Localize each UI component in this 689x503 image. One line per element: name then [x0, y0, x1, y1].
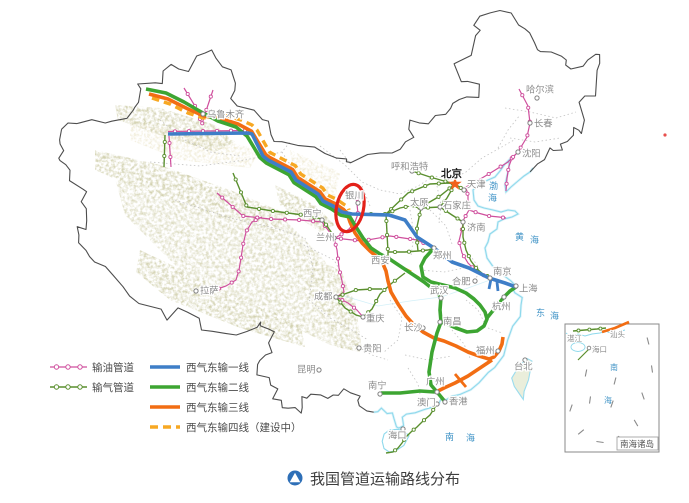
svg-text:昆明: 昆明	[297, 365, 316, 375]
svg-text:西气东输四线（建设中）: 西气东输四线（建设中）	[186, 421, 302, 434]
svg-text:石家庄: 石家庄	[443, 200, 471, 211]
svg-text:呼和浩特: 呼和浩特	[391, 161, 428, 172]
svg-text:杭州: 杭州	[492, 301, 511, 312]
svg-text:西宁: 西宁	[303, 208, 322, 219]
svg-text:长沙: 长沙	[404, 322, 423, 333]
svg-text:重庆: 重庆	[366, 313, 385, 324]
svg-text:南: 南	[445, 431, 454, 442]
svg-text:南: 南	[610, 362, 618, 372]
svg-text:北京: 北京	[441, 167, 462, 180]
svg-text:沈阳: 沈阳	[522, 148, 541, 159]
svg-text:西气东输二线: 西气东输二线	[186, 381, 249, 394]
svg-text:我国管道运输路线分布: 我国管道运输路线分布	[310, 471, 460, 488]
svg-text:海: 海	[488, 192, 497, 203]
svg-text:渤: 渤	[489, 180, 498, 191]
svg-text:海口: 海口	[592, 344, 607, 354]
svg-text:南宁: 南宁	[368, 380, 387, 391]
svg-text:太原: 太原	[410, 197, 429, 208]
svg-text:上海: 上海	[519, 283, 538, 294]
svg-text:台北: 台北	[514, 361, 533, 372]
svg-text:海: 海	[550, 310, 559, 321]
svg-text:成都: 成都	[314, 291, 333, 302]
svg-text:郑州: 郑州	[433, 250, 452, 261]
svg-text:乌鲁木齐: 乌鲁木齐	[207, 109, 244, 120]
svg-text:汕头: 汕头	[610, 329, 625, 339]
svg-text:哈尔滨: 哈尔滨	[526, 84, 554, 95]
svg-text:黄: 黄	[515, 231, 524, 242]
svg-text:南昌: 南昌	[443, 316, 462, 327]
svg-text:福州: 福州	[476, 345, 495, 356]
svg-text:南海诸岛: 南海诸岛	[620, 439, 654, 449]
svg-text:西气东输三线: 西气东输三线	[186, 401, 249, 414]
svg-text:海: 海	[604, 395, 612, 405]
svg-text:西安: 西安	[371, 255, 390, 266]
svg-text:湛江: 湛江	[567, 334, 582, 343]
svg-text:海: 海	[466, 432, 475, 443]
svg-text:澳门: 澳门	[417, 397, 436, 408]
svg-text:南京: 南京	[493, 266, 512, 277]
svg-text:天津: 天津	[467, 180, 486, 190]
svg-text:海: 海	[530, 234, 539, 245]
svg-text:西气东输一线: 西气东输一线	[186, 361, 249, 374]
svg-text:济南: 济南	[467, 222, 486, 233]
svg-text:广州: 广州	[426, 376, 445, 387]
svg-text:输油管道: 输油管道	[92, 361, 134, 374]
svg-text:拉萨: 拉萨	[200, 285, 219, 296]
svg-text:贵阳: 贵阳	[363, 343, 382, 354]
svg-text:输气管道: 输气管道	[92, 381, 134, 394]
svg-text:香港: 香港	[449, 396, 468, 407]
svg-text:长春: 长春	[534, 118, 553, 129]
svg-text:银川: 银川	[345, 190, 364, 201]
svg-text:东: 东	[536, 307, 545, 318]
svg-text:合肥: 合肥	[452, 276, 471, 287]
svg-text:海口: 海口	[388, 430, 407, 441]
svg-text:兰州: 兰州	[316, 232, 335, 243]
svg-text:武汉: 武汉	[430, 285, 449, 296]
